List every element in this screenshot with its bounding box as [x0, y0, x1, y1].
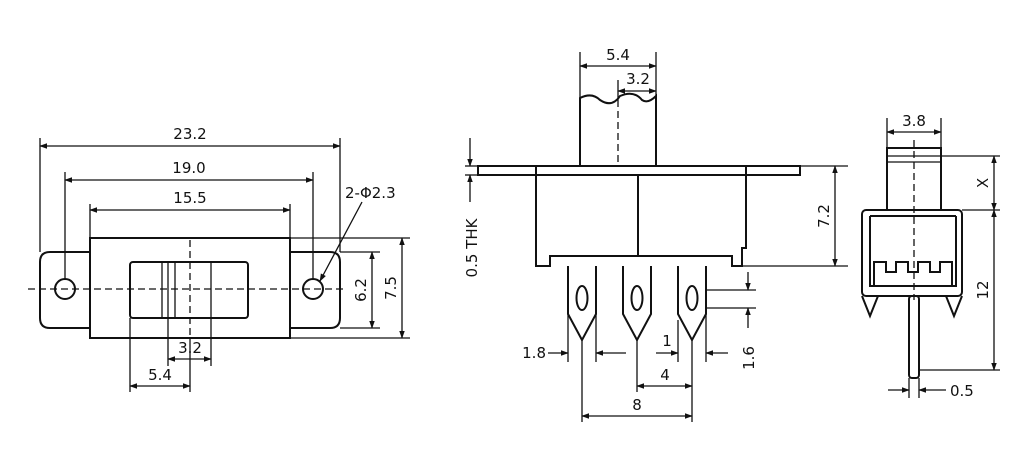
- pin-center: [622, 266, 652, 343]
- side-view: 5.4 3.2 0.5 THK 7.2 1.8 1 1.6: [463, 46, 848, 422]
- dim-end-pin-thickness: 0.5: [950, 382, 974, 400]
- dim-pin-width: 1.8: [522, 344, 546, 362]
- dim-pin-gap: 1: [662, 332, 672, 350]
- side-actuator: [579, 92, 657, 166]
- dim-body-height: 7.2: [815, 204, 833, 228]
- dim-pin-pitch: 4: [660, 366, 670, 384]
- pin-left: [567, 266, 597, 343]
- dim-side-actuator-inner: 3.2: [626, 70, 650, 88]
- dim-mount-holes: 2-Φ2.3: [345, 184, 396, 202]
- dim-hole-spacing: 19.0: [172, 159, 205, 177]
- dim-actuator-offset: 5.4: [148, 366, 172, 384]
- dim-body-length: 15.5: [173, 189, 206, 207]
- dim-overall-length: 23.2: [173, 125, 206, 143]
- dim-plate-thickness: 0.5 THK: [463, 217, 481, 277]
- end-pin: [908, 295, 920, 379]
- side-body: [535, 165, 747, 267]
- dim-body-width: 6.2: [352, 278, 370, 302]
- end-view: 3.8 X 12 0.5: [861, 112, 1000, 400]
- top-actuator: [129, 261, 249, 319]
- dim-end-actuator-width: 3.8: [902, 112, 926, 130]
- dim-end-actuator-height: X: [974, 178, 992, 188]
- dim-end-body-height: 12: [974, 280, 992, 299]
- end-body: [861, 209, 963, 297]
- top-view: 23.2 19.0 15.5 2-Φ2.3 6.2 7.5 3.2 5.4: [28, 125, 410, 392]
- dim-pin-thickness: 1.6: [740, 346, 758, 370]
- pin-right: [677, 266, 707, 343]
- dim-side-actuator-width: 5.4: [606, 46, 630, 64]
- dim-pin-span: 8: [632, 396, 642, 414]
- end-body-contacts: [873, 261, 953, 286]
- dim-flange-width: 7.5: [382, 276, 400, 300]
